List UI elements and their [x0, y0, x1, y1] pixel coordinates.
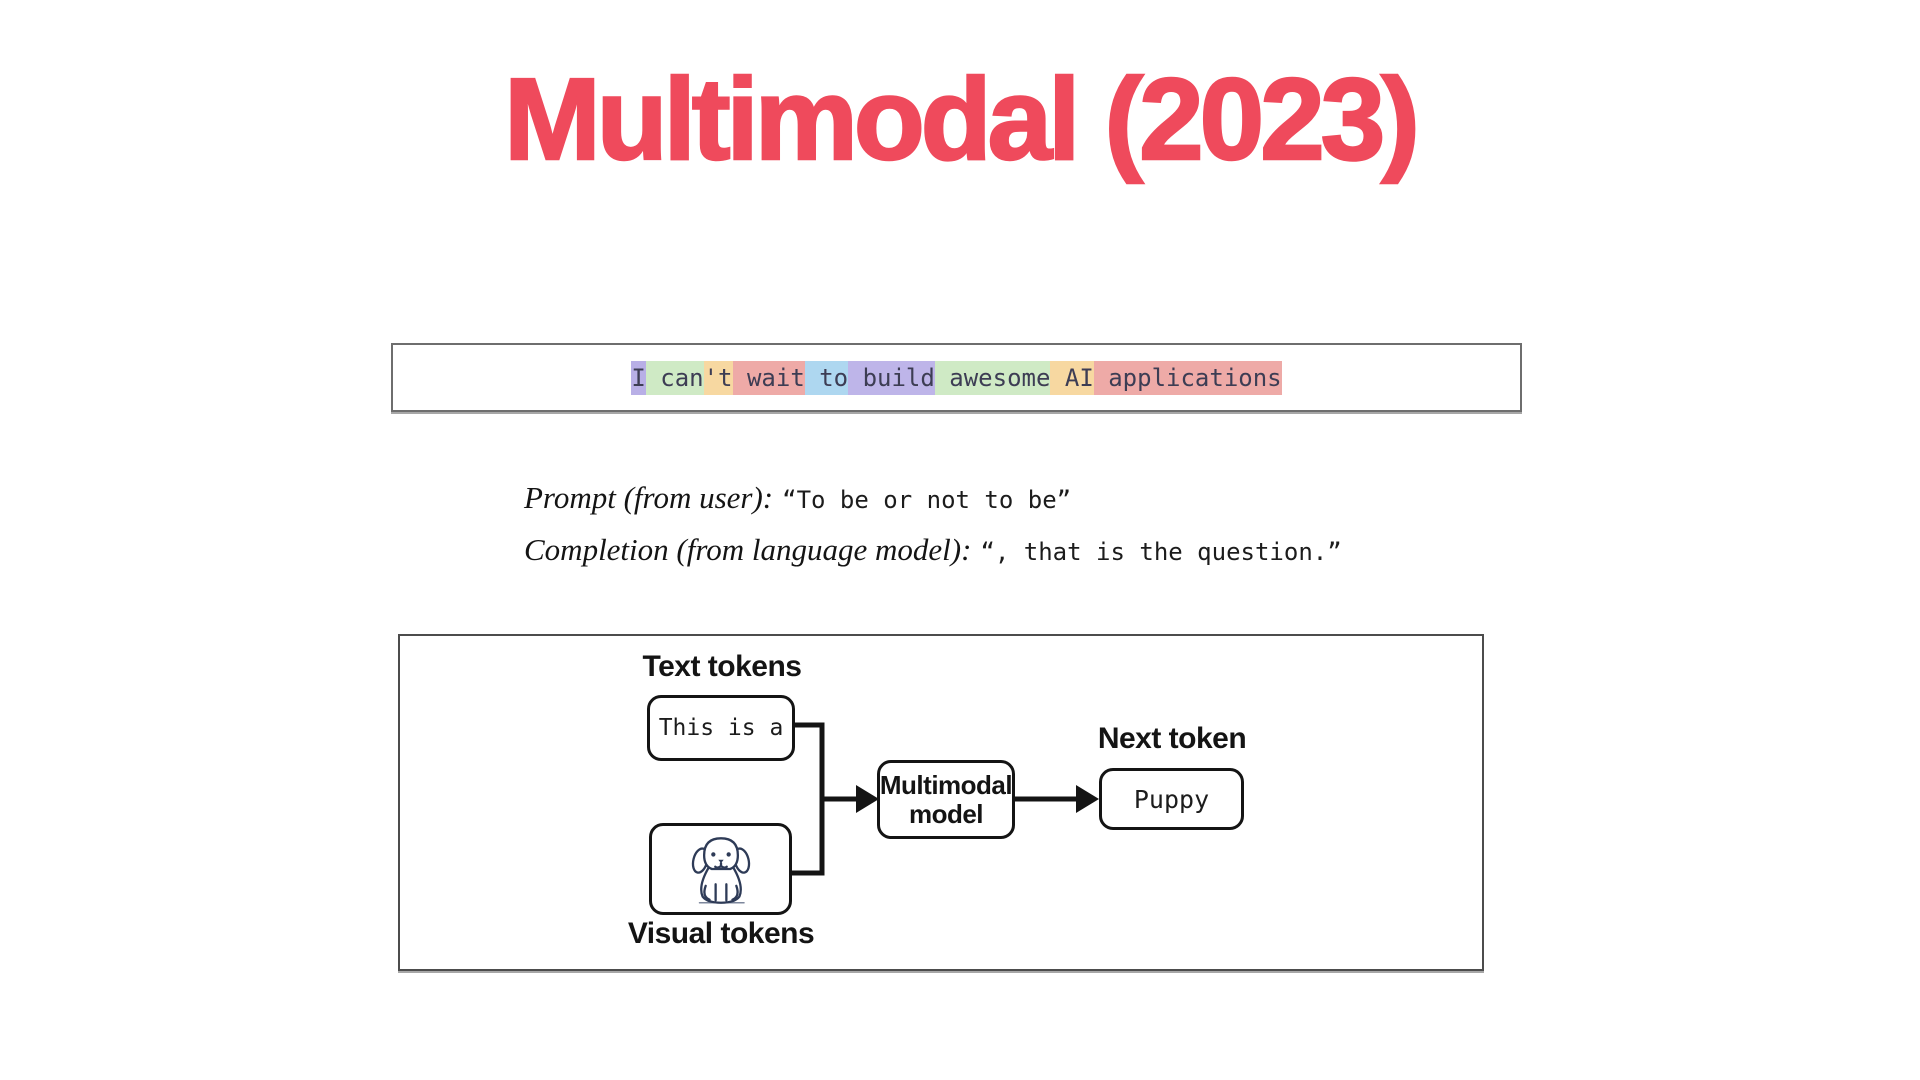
visual-tokens-node: [649, 823, 792, 915]
token: I: [631, 360, 646, 395]
multimodal-diagram: Text tokens This is a: [398, 634, 1484, 971]
model-label-line1: Multimodal: [879, 769, 1013, 800]
token: applications: [1093, 360, 1282, 395]
token: wait: [732, 360, 805, 395]
tokenized-sentence-box: I can 't wait to build awesome AI applic…: [391, 343, 1522, 412]
prompt-label: Prompt (from user):: [524, 480, 774, 515]
completion-label: Completion (from language model):: [524, 532, 972, 567]
model-label-line2: model: [908, 798, 984, 829]
token: can: [645, 360, 704, 395]
connector-wires: [792, 722, 1099, 876]
prompt-completion-example: Prompt (from user): “To be or not to be”…: [524, 480, 1342, 584]
next-token-node: Puppy: [1099, 768, 1244, 830]
puppy-icon: [691, 837, 750, 904]
text-tokens-value: This is a: [658, 715, 784, 741]
next-token-value: Puppy: [1133, 784, 1210, 814]
text-tokens-node: This is a: [647, 695, 795, 761]
token: AI: [1050, 360, 1094, 395]
token: build: [848, 360, 935, 395]
completion-line: Completion (from language model): “, tha…: [524, 532, 1342, 584]
token-strip: I can 't wait to build awesome AI applic…: [631, 360, 1282, 395]
completion-value: “, that is the question.”: [980, 538, 1342, 566]
text-tokens-label: Text tokens: [642, 650, 803, 683]
token: 't: [703, 360, 733, 395]
next-token-label: Next token: [1097, 722, 1247, 755]
multimodal-model-node: Multimodal model: [877, 760, 1015, 839]
page-title: Multimodal (2023): [503, 53, 1421, 186]
token: awesome: [934, 360, 1051, 395]
prompt-line: Prompt (from user): “To be or not to be”: [524, 480, 1342, 532]
visual-tokens-label: Visual tokens: [627, 917, 815, 950]
prompt-value: “To be or not to be”: [782, 486, 1072, 514]
token: to: [804, 360, 849, 395]
